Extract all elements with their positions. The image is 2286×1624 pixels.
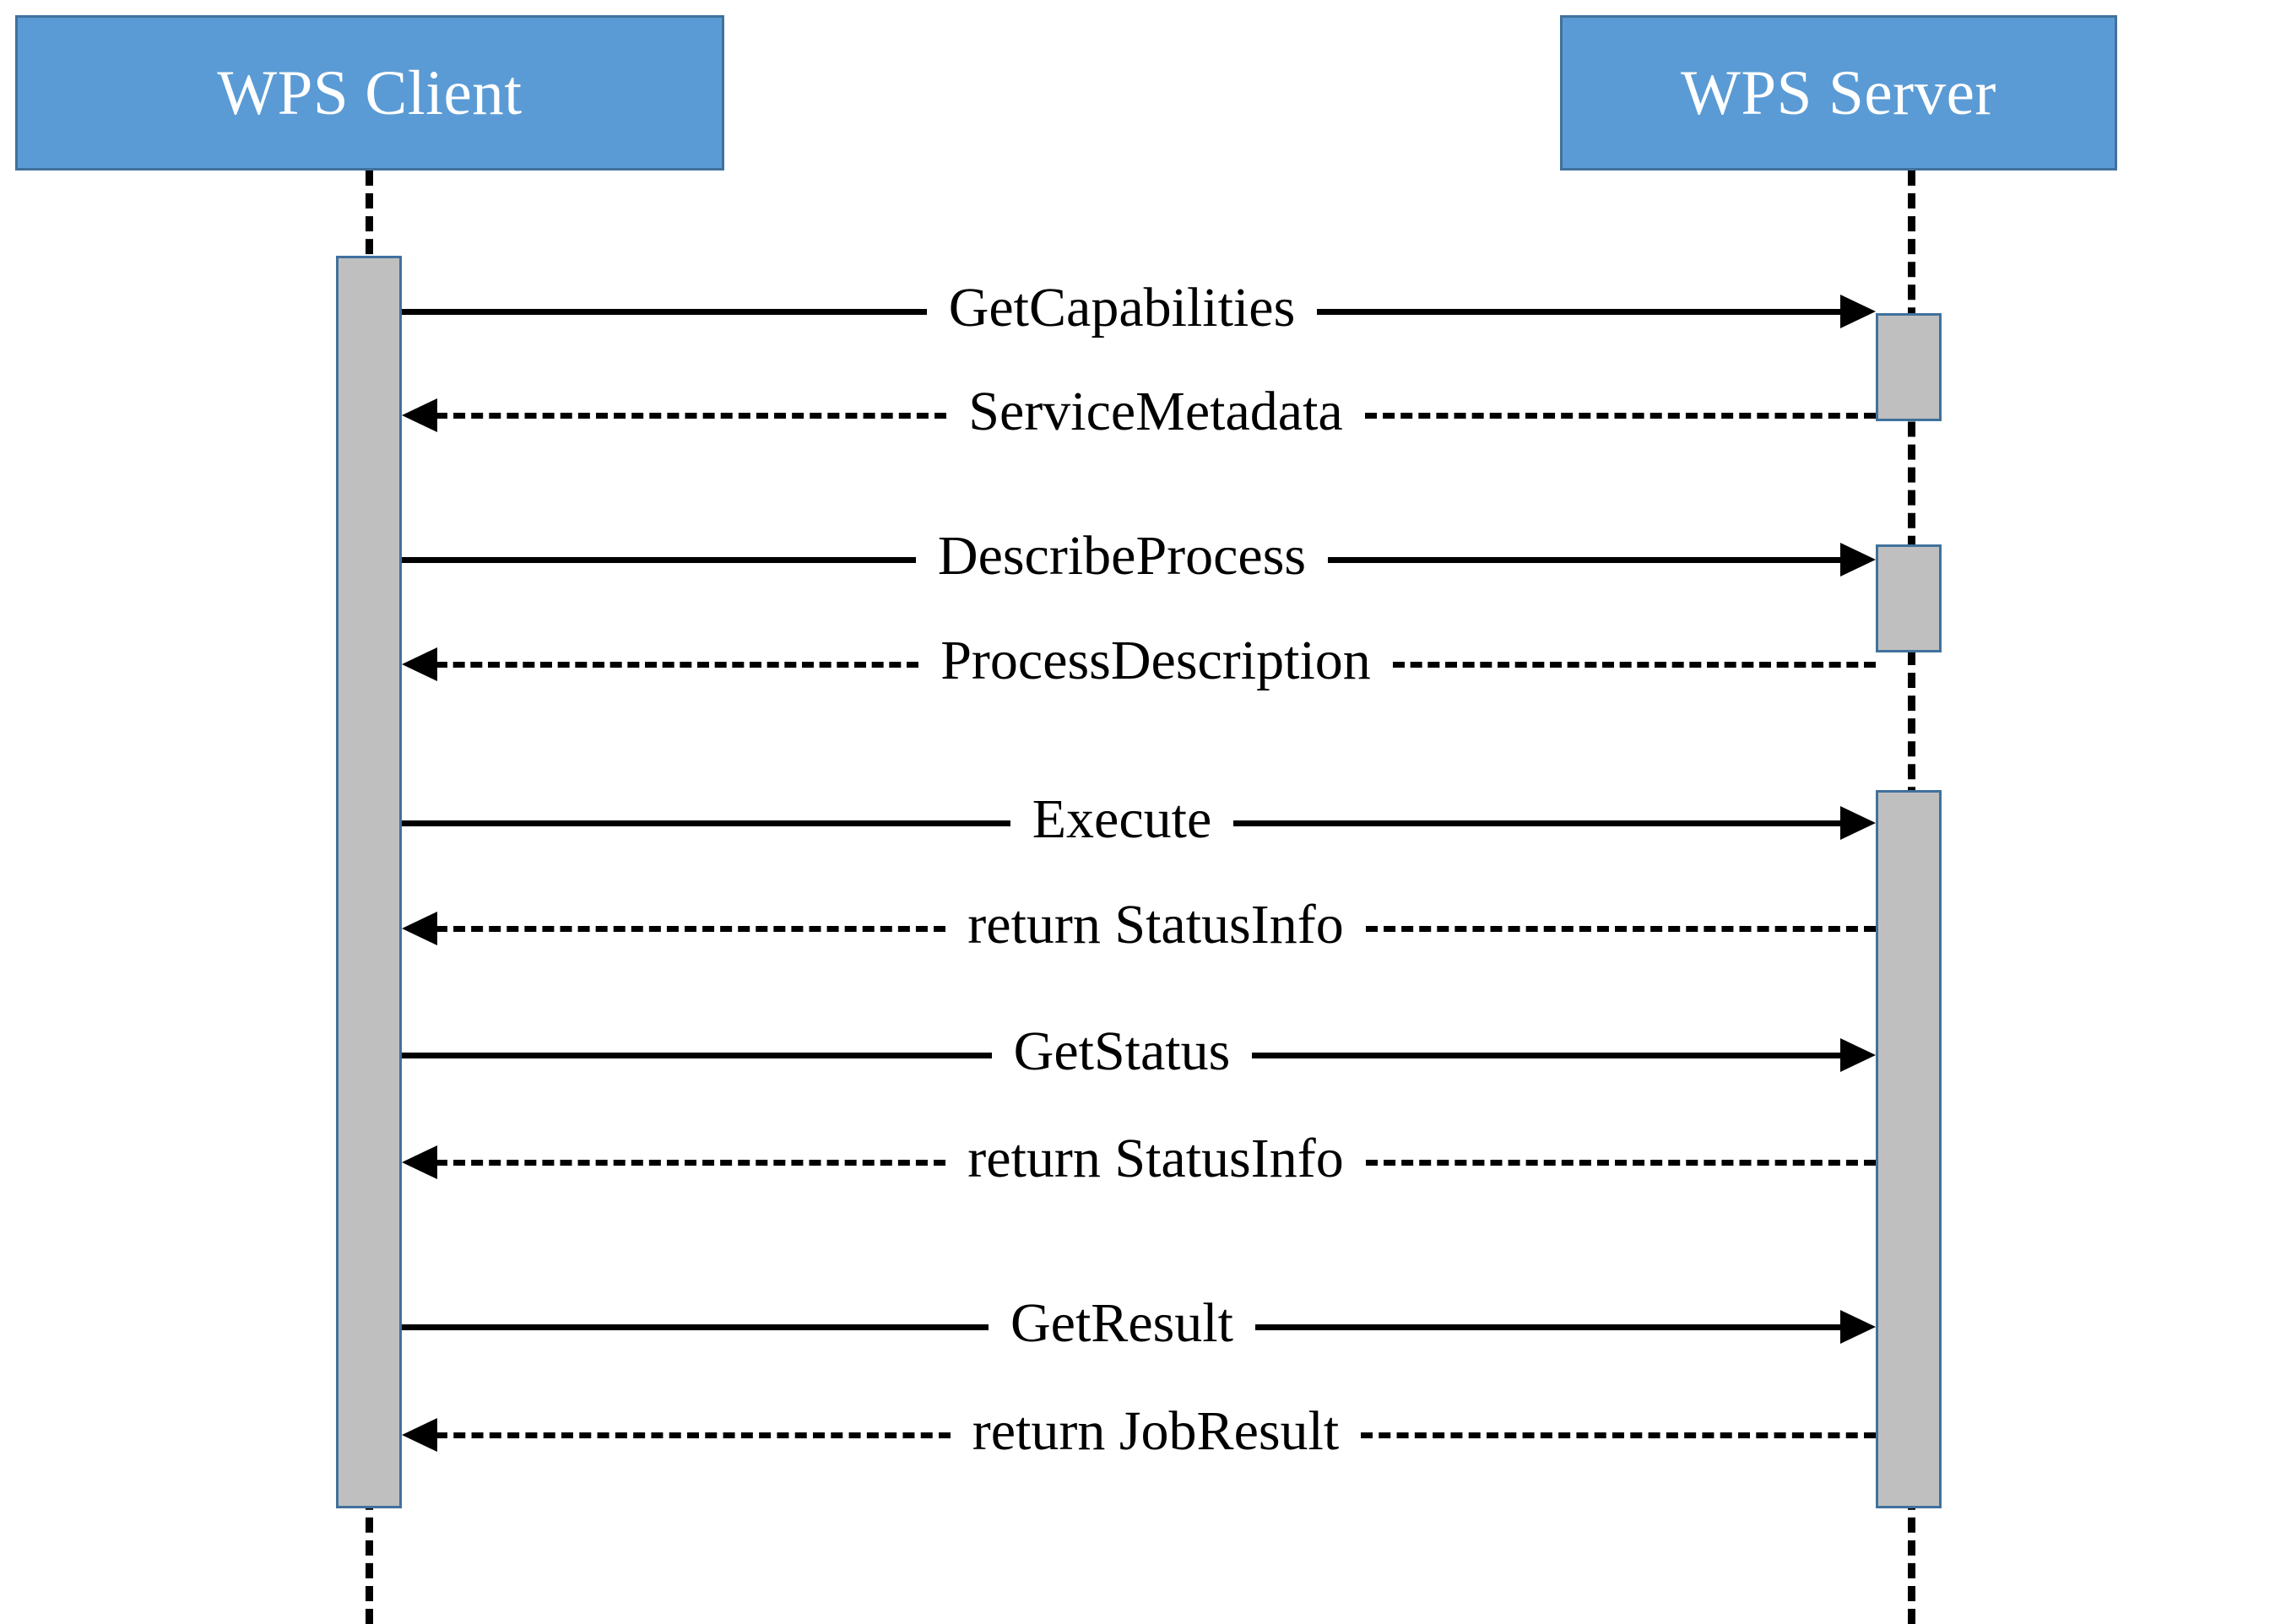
message-line-left-segment — [436, 1432, 951, 1438]
activation-bar-wps-server-describeprocess — [1876, 544, 1942, 652]
message-line-right-segment — [1233, 820, 1843, 826]
message-line-right-segment — [1361, 1432, 1877, 1438]
message-line-left-segment — [402, 1324, 989, 1330]
participant-label-wps-client: WPS Client — [217, 57, 523, 128]
message-line-right-segment — [1364, 412, 1876, 419]
activation-bar-wps-client — [336, 256, 402, 1508]
message-label-servicemetadata: ServiceMetadata — [968, 381, 1343, 442]
activation-bar-wps-server-execute — [1876, 790, 1942, 1508]
arrow-right-icon — [1840, 1038, 1876, 1072]
participant-box-wps-client: WPS Client — [15, 15, 724, 171]
message-line-right-segment — [1317, 308, 1843, 315]
message-label-processdescription: ProcessDescription — [940, 630, 1371, 691]
message-label-describeprocess: DescribeProcess — [937, 525, 1307, 587]
message-label-getresult: GetResult — [1010, 1292, 1233, 1354]
message-line-left-segment — [436, 1159, 946, 1166]
message-line-left-segment — [402, 556, 916, 563]
message-label-execute: Execute — [1032, 788, 1212, 850]
message-label-return-jobresult: return JobResult — [972, 1400, 1340, 1462]
message-line-right-segment — [1365, 1159, 1876, 1166]
message-line-left-segment — [402, 308, 927, 315]
arrow-right-icon — [1840, 1310, 1876, 1344]
message-line-right-segment — [1254, 1324, 1842, 1330]
message-line-left-segment — [402, 1052, 992, 1058]
message-line-left-segment — [436, 925, 946, 932]
arrow-right-icon — [1840, 543, 1876, 577]
arrow-left-icon — [402, 398, 437, 432]
arrow-left-icon — [402, 1145, 437, 1179]
participant-box-wps-server: WPS Server — [1560, 15, 2117, 171]
message-line-left-segment — [436, 412, 947, 419]
arrow-left-icon — [402, 912, 437, 945]
message-line-right-segment — [1328, 556, 1842, 563]
message-label-getstatus: GetStatus — [1013, 1020, 1231, 1082]
message-line-right-segment — [1392, 661, 1877, 668]
message-line-left-segment — [436, 661, 919, 668]
message-line-right-segment — [1365, 925, 1876, 932]
participant-label-wps-server: WPS Server — [1681, 57, 1996, 128]
arrow-left-icon — [402, 647, 437, 681]
message-line-right-segment — [1252, 1052, 1842, 1058]
message-line-left-segment — [402, 820, 1010, 826]
message-label-return-statusinfo-1: return StatusInfo — [967, 894, 1344, 955]
arrow-left-icon — [402, 1418, 437, 1452]
activation-bar-wps-server-getcapabilities — [1876, 313, 1942, 421]
arrow-right-icon — [1840, 806, 1877, 840]
arrow-right-icon — [1840, 295, 1877, 328]
message-label-getcapabilities: GetCapabilities — [948, 277, 1296, 338]
message-label-return-statusinfo-2: return StatusInfo — [967, 1128, 1344, 1189]
